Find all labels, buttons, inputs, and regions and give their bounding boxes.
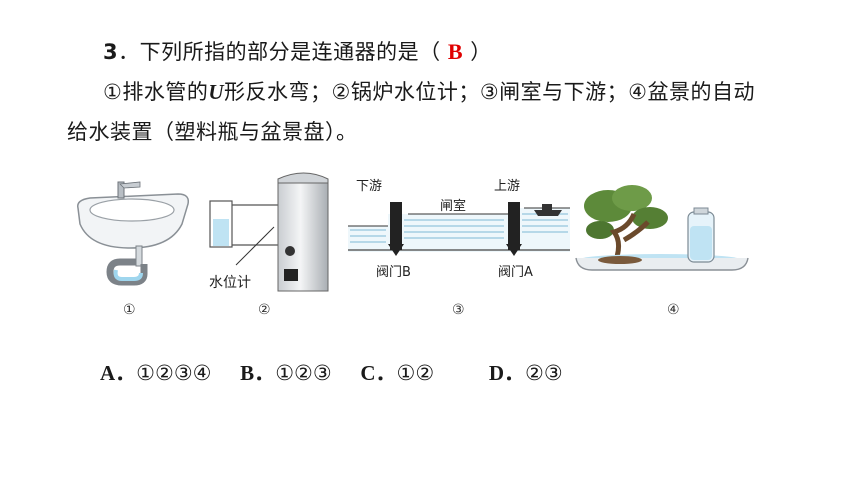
boiler-door [284,269,298,281]
soil [598,256,642,264]
line2-u-letter: U [208,80,224,104]
faucet [117,181,125,199]
gate-b [390,202,402,250]
boat [534,210,562,216]
figure-bonsai [575,185,749,271]
upstream-label: 上游 [494,179,520,194]
u-trap-pipe [106,258,148,286]
caption-2: ② [258,302,271,318]
caption-3: ③ [452,302,465,318]
tree-canopy-2 [612,185,652,211]
question-line-2: ①排水管的U形反水弯；②锅炉水位计；③闸室与下游；④盆景的自动 [103,76,755,106]
caption-1: ① [123,302,136,318]
option-d-text: ②③ [525,361,563,385]
valve-a-label: 阀门A [498,265,533,280]
bottle-water [690,226,712,260]
drain-pipe [135,245,143,267]
option-d-key: D． [488,361,526,385]
option-c[interactable]: C．①② [360,357,434,387]
valve-b-arrow [388,244,404,256]
caption-4: ④ [667,302,680,318]
option-b-text: ①②③ [275,361,332,385]
option-a[interactable]: A．①②③④ [100,357,211,387]
option-a-text: ①②③④ [136,361,212,385]
tree-canopy-4 [586,221,614,239]
figure-sink [77,181,190,286]
line3-text: 给水装置（塑料瓶与盆景盘）。 [67,120,358,144]
question-close-paren: ） [470,40,492,64]
option-b-key: B． [240,361,276,385]
answer-options: A．①②③④ B．①②③ C．①② D．②③ [100,357,585,387]
gauge-label: 水位计 [209,275,251,291]
question-line-1: 3．下列所指的部分是连通器的是（ B ） [103,39,492,64]
gauge-water [213,219,229,246]
valve-a-arrow [506,244,522,256]
tree-trunk [609,212,650,261]
chamber-label: 闸室 [440,198,466,214]
option-c-key: C． [360,361,397,385]
gate-a [508,202,520,250]
figure-boiler [209,172,329,292]
figure-ship-lock: 下游 闸室 上游 阀门B 阀门A [348,179,570,280]
sink-bowl [89,198,175,222]
question-number: 3 [103,40,119,64]
option-c-text: ①② [396,361,435,385]
line2-part-b: 形反水弯；②锅炉水位计；③闸室与下游；④盆景的自动 [224,80,755,104]
answer-mark: B [447,39,463,64]
option-b[interactable]: B．①②③ [240,357,332,387]
question-stem: 下列所指的部分是连通器的是（ [139,40,441,64]
valve-b-label: 阀门B [376,265,411,280]
line2-part-a: ①排水管的 [103,80,209,104]
downstream-label: 下游 [356,179,382,194]
tree-canopy-3 [632,207,668,229]
boiler-valve [285,246,295,256]
option-d[interactable]: D．②③ [489,357,563,387]
u-trap-water [113,269,143,281]
question-line-3: 给水装置（塑料瓶与盆景盘）。 [67,116,358,146]
option-a-key: A． [100,361,137,385]
